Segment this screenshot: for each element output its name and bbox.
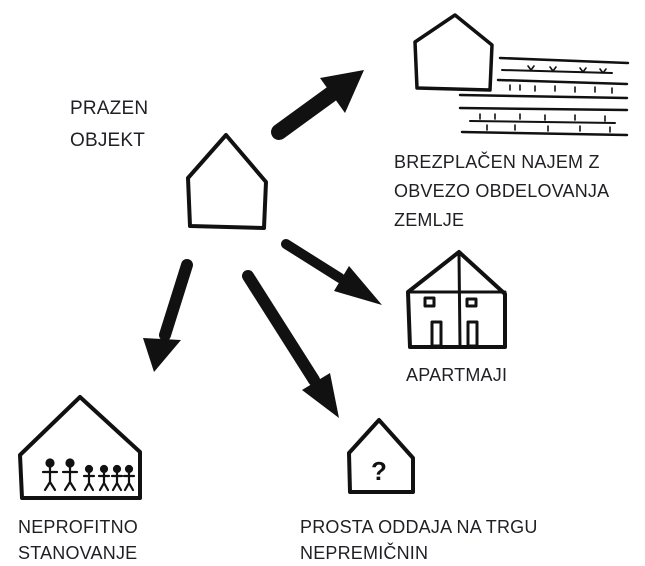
- label-empty-building: PRAZEN OBJEKT: [70, 93, 148, 157]
- house-with-family-icon: [18, 395, 142, 500]
- label-apartments: APARTMAJI: [406, 362, 507, 389]
- label-line: NEPROFITNO: [18, 517, 139, 537]
- arrow-to-nonprofit-housing: [143, 259, 193, 372]
- label-nonprofit-housing: NEPROFITNO STANOVANJE: [18, 514, 138, 566]
- label-line: PRAZEN: [70, 98, 149, 119]
- label-line: NEPREMIČNIN: [300, 543, 429, 563]
- arrow-to-free-rental: [271, 70, 364, 140]
- label-line: ZEMLJE: [394, 210, 465, 230]
- question-mark-symbol: ?: [371, 456, 387, 486]
- house-with-fields-icon: [413, 13, 630, 137]
- arrow-to-market-rental: [242, 270, 339, 418]
- label-line: STANOVANJE: [18, 543, 138, 563]
- label-free-rental: BREZPLAČEN NAJEM Z OBVEZO OBDELOVANJA ZE…: [394, 148, 609, 235]
- arrow-to-apartments: [281, 239, 382, 305]
- label-line: APARTMAJI: [406, 365, 508, 385]
- label-line: PROSTA ODDAJA NA TRGU: [300, 517, 538, 537]
- label-market-rental: PROSTA ODDAJA NA TRGU NEPREMIČNIN: [300, 514, 538, 566]
- house-question-mark-icon: ?: [347, 418, 415, 494]
- empty-house-icon: [186, 133, 268, 230]
- label-line: OBVEZO OBDELOVANJA: [394, 181, 610, 201]
- family-figures-icon: [41, 458, 136, 492]
- label-line: BREZPLAČEN NAJEM Z: [394, 152, 600, 172]
- label-line: OBJEKT: [70, 130, 146, 151]
- apartment-house-icon: [406, 250, 507, 349]
